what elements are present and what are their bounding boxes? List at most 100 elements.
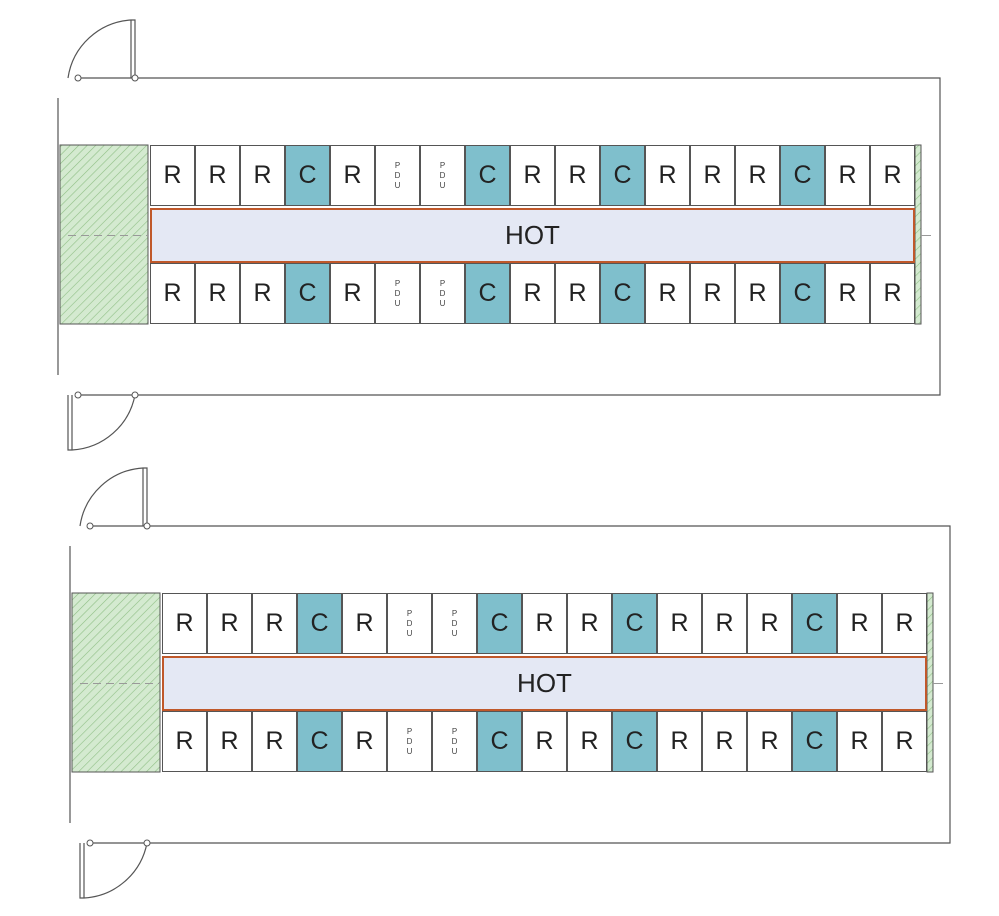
pdu-letter: P [406,726,413,736]
pdu-letter: U [439,180,446,190]
room-2-hatched-zone-right [926,592,934,773]
pdu-letter: P [394,160,401,170]
pdu-letter: U [406,628,413,638]
pdu-letter: D [451,736,458,746]
pdu-letter: D [439,288,446,298]
rack-unit: R [330,263,375,324]
pdu-letter: D [394,288,401,298]
rack-unit: R [837,711,882,772]
room-1-hatched-zone-right [914,144,922,325]
crac-unit: C [465,145,510,206]
rack-unit: R [342,593,387,654]
rack-unit: R [567,593,612,654]
crac-unit: C [612,711,657,772]
rack-unit: R [645,263,690,324]
rack-unit: R [870,145,915,206]
pdu-letter: D [406,618,413,628]
rack-unit: R [735,145,780,206]
pdu-letter: U [394,180,401,190]
crac-unit: C [792,711,837,772]
rack-unit: R [252,711,297,772]
rack-unit: R [162,711,207,772]
rack-unit: R [555,145,600,206]
pdu-letter: P [406,608,413,618]
rack-unit: R [837,593,882,654]
rack-unit: R [690,145,735,206]
rack-unit: R [882,711,927,772]
rack-unit: R [195,145,240,206]
pdu-letter: D [406,736,413,746]
room-1-hatched-zone-left [59,144,149,325]
room-1-top-door [67,19,136,79]
pdu-letter: P [394,278,401,288]
rack-unit: R [330,145,375,206]
rack-unit: R [702,711,747,772]
room-2-outer-wall [69,525,951,844]
pdu-letter: P [439,160,446,170]
room-2-bottom-door [79,842,148,899]
crac-unit: C [297,711,342,772]
rack-unit: R [657,593,702,654]
crac-unit: C [285,145,330,206]
pdu-letter: P [451,726,458,736]
pdu-letter: U [394,298,401,308]
rack-unit: R [240,263,285,324]
rack-unit: R [747,711,792,772]
rack-unit: R [747,593,792,654]
rack-unit: R [657,711,702,772]
crac-unit: C [297,593,342,654]
room-2-walls [69,467,951,899]
crac-unit: C [780,263,825,324]
rack-unit: R [522,711,567,772]
rack-unit: R [825,145,870,206]
rack-unit: R [342,711,387,772]
room-2-hatched-zone-left [71,592,161,773]
crac-unit: C [477,711,522,772]
pdu-letter: P [439,278,446,288]
room-2-hot-aisle: HOT [162,656,927,711]
rack-unit: R [195,263,240,324]
rack-unit: R [240,145,285,206]
room-2-hot-aisle-label: HOT [517,668,572,698]
rack-unit: R [207,593,252,654]
rack-unit: R [150,145,195,206]
rack-unit: R [702,593,747,654]
crac-unit: C [600,145,645,206]
rack-unit: R [735,263,780,324]
pdu-letter: U [406,746,413,756]
crac-unit: C [477,593,522,654]
rack-unit: R [162,593,207,654]
rack-unit: R [252,593,297,654]
crac-unit: C [600,263,645,324]
rack-unit: R [690,263,735,324]
room-1-hot-aisle-label: HOT [505,220,560,250]
pdu-letter: U [439,298,446,308]
rack-unit: R [207,711,252,772]
rack-unit: R [555,263,600,324]
pdu-letter: P [451,608,458,618]
pdu-letter: U [451,746,458,756]
pdu-letter: D [439,170,446,180]
room-1-bottom-door [67,394,136,451]
rack-unit: R [645,145,690,206]
pdu-letter: D [451,618,458,628]
rack-unit: R [567,711,612,772]
crac-unit: C [612,593,657,654]
rack-unit: R [522,593,567,654]
crac-unit: C [465,263,510,324]
crac-unit: C [780,145,825,206]
room-2-top-door [79,467,148,527]
room-1-outer-wall [57,77,941,396]
